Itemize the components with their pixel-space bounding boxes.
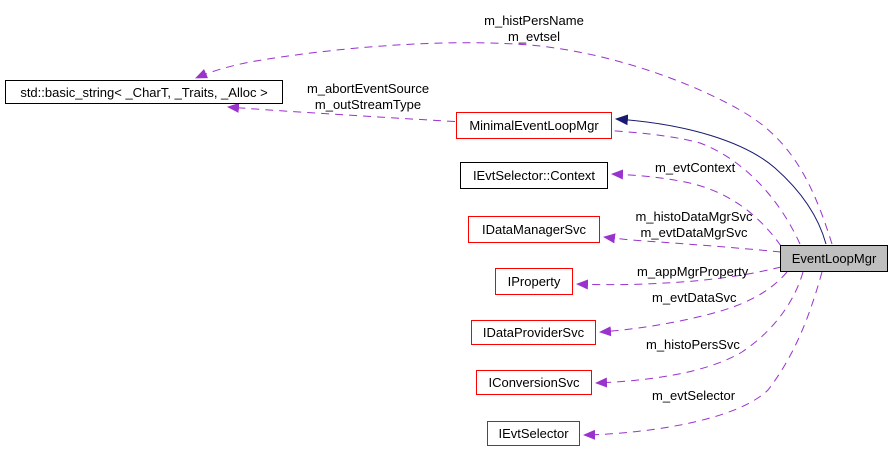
node-idata-provider-svc[interactable]: IDataProviderSvc bbox=[471, 320, 596, 345]
node-label: MinimalEventLoopMgr bbox=[469, 118, 599, 133]
edge-label-m-histoperssvc: m_histoPersSvc bbox=[646, 337, 740, 352]
node-label: IEvtSelector::Context bbox=[472, 168, 596, 183]
node-label: IProperty bbox=[507, 274, 561, 289]
edge-label-m-aborteventsource: m_abortEventSource m_outStreamType bbox=[288, 81, 448, 113]
edge-label-m-histpersname: m_histPersName m_evtsel bbox=[454, 13, 614, 45]
edge-m-histoperssvc bbox=[595, 271, 804, 388]
edge-label-m-evtcontext: m_evtContext bbox=[655, 160, 736, 175]
edge-label-line: m_abortEventSource bbox=[306, 81, 430, 96]
node-ievt-selector[interactable]: IEvtSelector bbox=[487, 421, 580, 446]
edge-inherits-minimaleventloopmgr bbox=[614, 114, 827, 245]
node-ievt-selector-context[interactable]: IEvtSelector::Context bbox=[460, 162, 608, 189]
edge-m-histpersname bbox=[195, 42, 833, 245]
edge-label-line: m_outStreamType bbox=[314, 97, 422, 112]
edge-label-line: m_evtDataMgrSvc bbox=[640, 225, 748, 240]
edge-m-appmgrproperty bbox=[576, 266, 782, 290]
node-label: IEvtSelector bbox=[498, 426, 569, 441]
node-label: IDataProviderSvc bbox=[482, 325, 585, 340]
edge-m-aborteventsource bbox=[227, 102, 801, 245]
edge-m-evtdatasvc bbox=[599, 271, 788, 337]
node-label: std::basic_string< _CharT, _Traits, _All… bbox=[20, 84, 268, 100]
node-iproperty[interactable]: IProperty bbox=[495, 268, 573, 295]
edge-label-m-appmgrproperty: m_appMgrProperty bbox=[637, 264, 749, 279]
edge-label-line: m_histPersName bbox=[484, 13, 584, 28]
node-label: EventLoopMgr bbox=[791, 251, 877, 266]
edge-m-evtselector bbox=[583, 271, 823, 440]
edge-m-evtcontext bbox=[611, 169, 782, 247]
edge-label-m-histodatamgrsvc: m_histoDataMgrSvc m_evtDataMgrSvc bbox=[614, 209, 774, 241]
node-label: IDataManagerSvc bbox=[481, 222, 587, 237]
node-std-basic-string: std::basic_string< _CharT, _Traits, _All… bbox=[5, 80, 283, 104]
edge-label-line: m_histoDataMgrSvc bbox=[635, 209, 753, 224]
node-iconversion-svc[interactable]: IConversionSvc bbox=[476, 370, 592, 395]
edge-m-histodatamgrsvc bbox=[603, 233, 782, 253]
edge-label-line: m_evtsel bbox=[507, 29, 561, 44]
node-idata-manager-svc[interactable]: IDataManagerSvc bbox=[468, 216, 600, 243]
edge-label-m-evtdatasvc: m_evtDataSvc bbox=[652, 290, 737, 305]
node-event-loop-mgr: EventLoopMgr bbox=[780, 245, 888, 272]
node-label: IConversionSvc bbox=[488, 375, 580, 390]
edge-label-m-evtselector: m_evtSelector bbox=[652, 388, 736, 403]
node-minimal-event-loop-mgr[interactable]: MinimalEventLoopMgr bbox=[456, 112, 612, 139]
